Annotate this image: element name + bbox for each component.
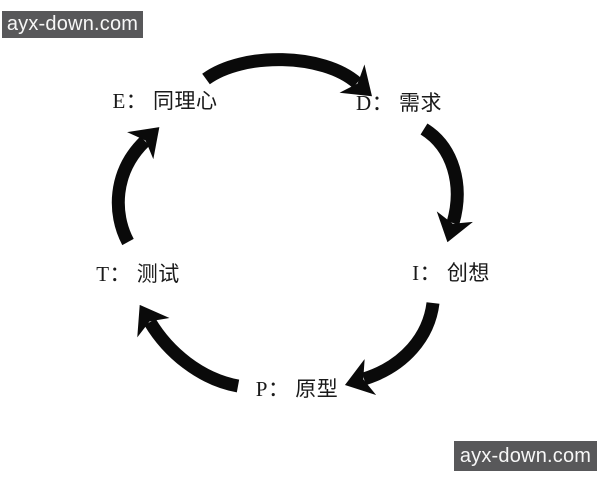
- arrow-define-to-ideate: [420, 123, 473, 243]
- node-label-empathize: E： 同理心: [112, 89, 218, 113]
- node-label-prototype: P： 原型: [255, 377, 339, 401]
- arrow-ideate-to-prototype: [344, 301, 440, 395]
- arrow-empathize-to-define: [202, 53, 373, 97]
- watermark-bottom-right: ayx-down.com: [454, 441, 597, 471]
- watermark-top-left: ayx-down.com: [2, 11, 143, 38]
- node-label-test: T： 测试: [96, 262, 180, 286]
- arrow-prototype-to-test: [137, 304, 240, 393]
- node-label-define: D： 需求: [356, 91, 442, 115]
- node-label-ideate: I： 创想: [412, 261, 490, 285]
- arrow-test-to-empathize: [111, 127, 160, 246]
